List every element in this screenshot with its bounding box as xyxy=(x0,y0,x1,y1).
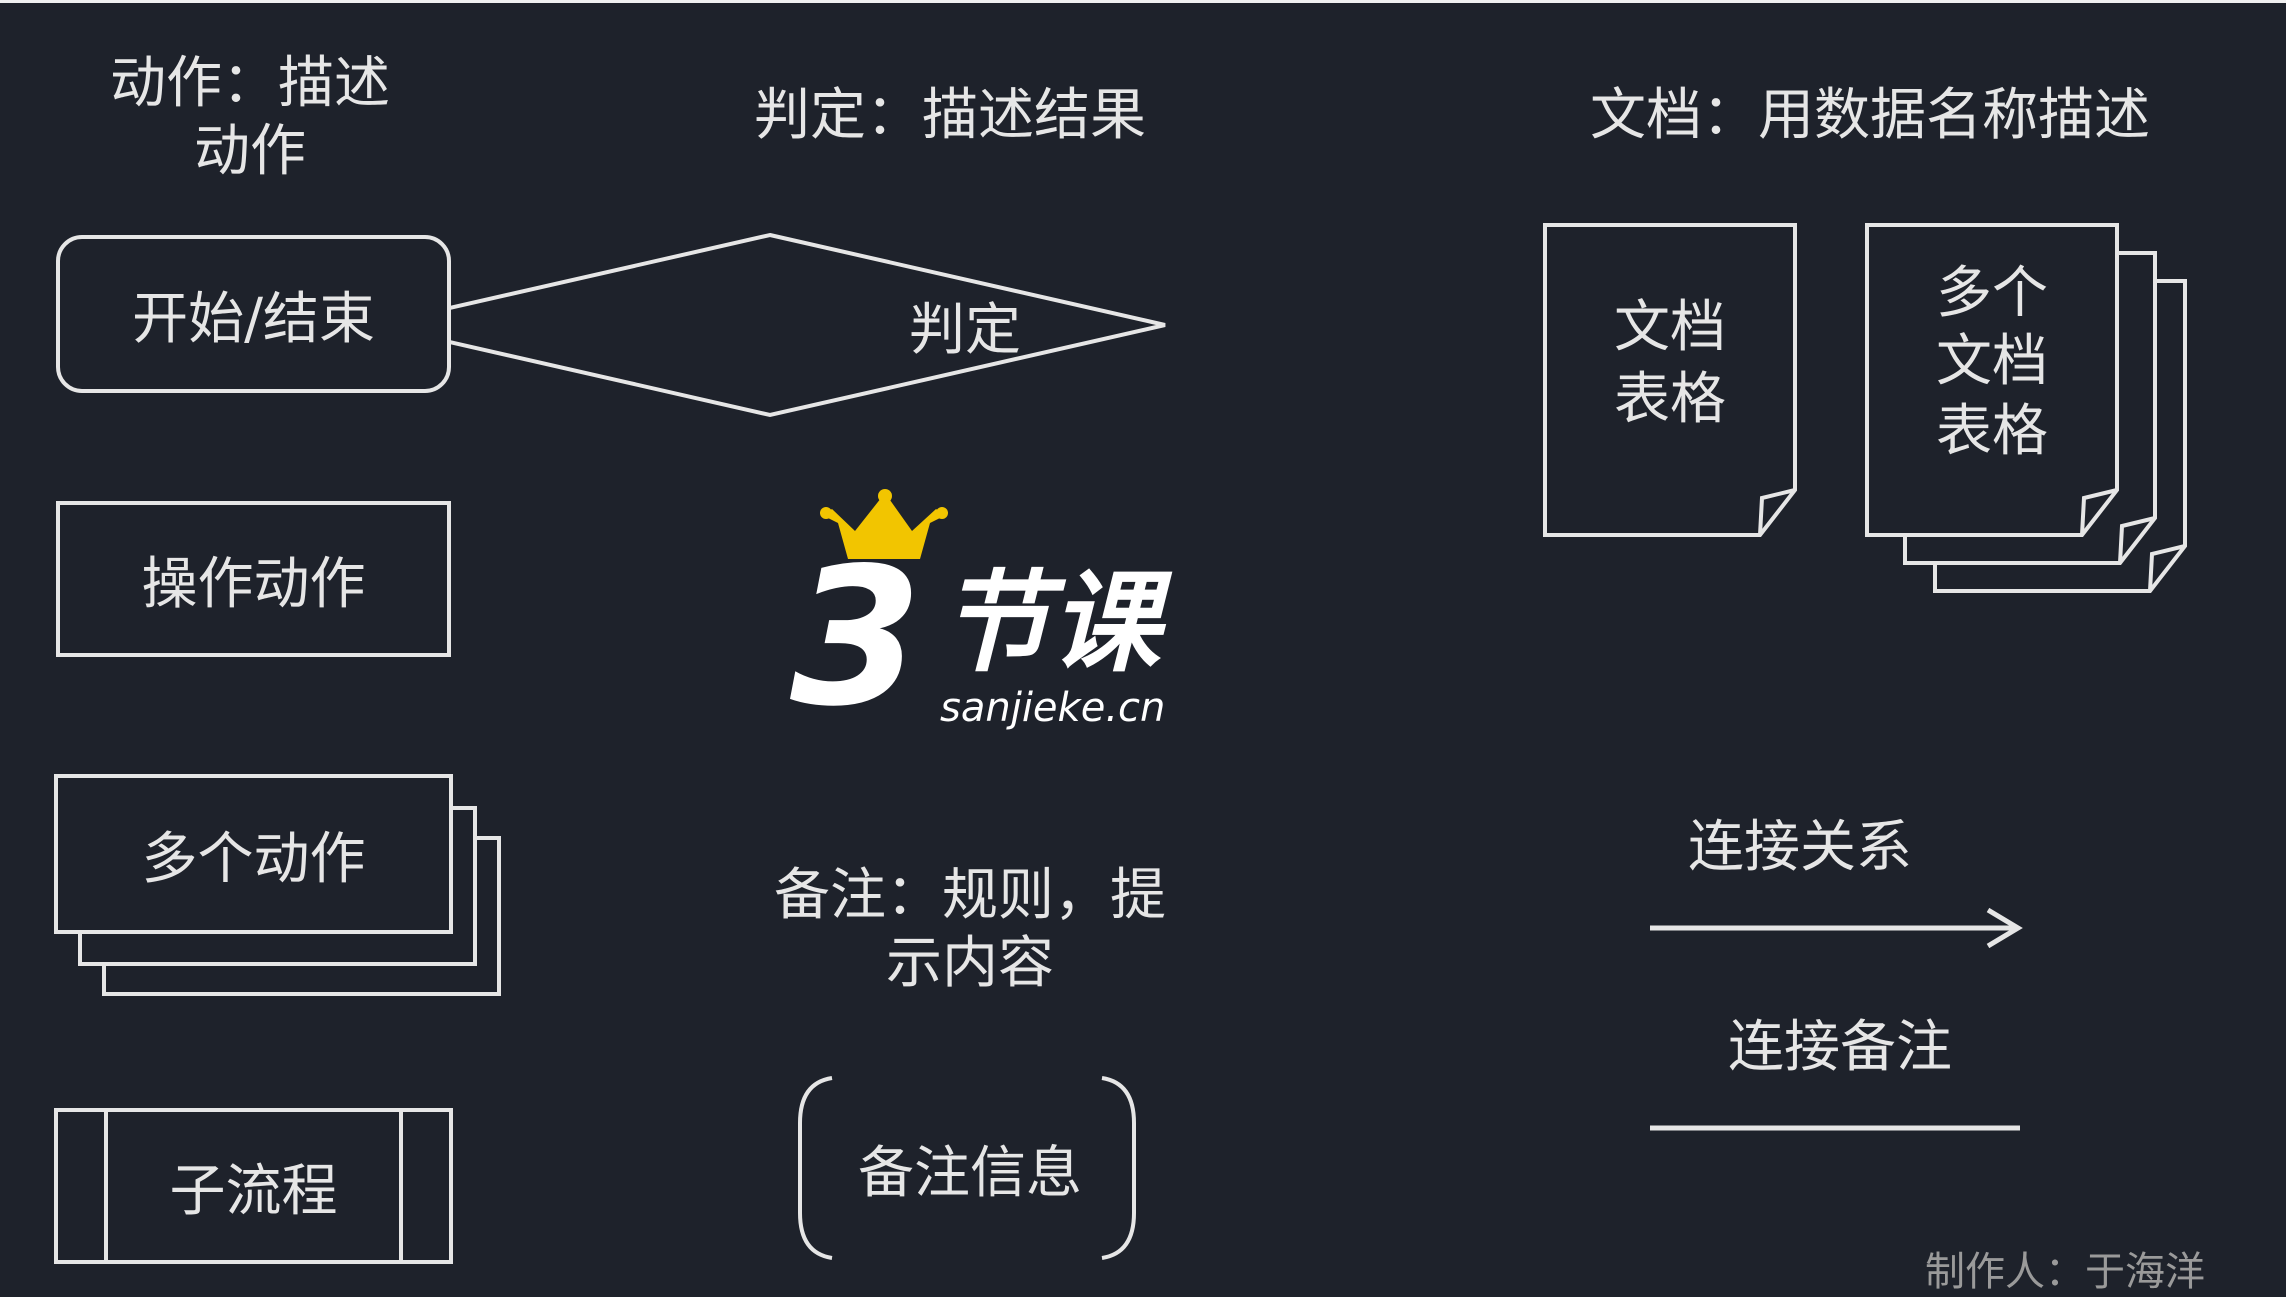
decision-title: 判定：描述结果 xyxy=(754,83,1146,148)
shape-layer xyxy=(54,223,2187,1264)
connector-arrow-head xyxy=(1986,907,2023,949)
multi-document-front-fold xyxy=(2080,488,2118,536)
start-end-shape: 开始/结束 xyxy=(56,235,451,393)
note-info-label: 备注信息 xyxy=(858,1140,1082,1206)
decision-label: 判定 xyxy=(909,297,1021,363)
link-note-label: 连接备注 xyxy=(1728,1015,1952,1080)
multi-action-front-rect xyxy=(54,774,453,934)
author-credit: 制作人：于海洋 xyxy=(1925,1249,2205,1295)
note-title-line1: 备注：规则，提 xyxy=(774,863,1166,928)
note-title-line2: 示内容 xyxy=(886,931,1054,996)
multi-document-label-line1: 多个 xyxy=(1936,260,2048,326)
multi-document-middle-fold xyxy=(2118,516,2156,564)
operation-shape: 操作动作 xyxy=(56,501,451,657)
document-label-line1: 文档 xyxy=(1614,294,1726,360)
note-left-bracket xyxy=(798,1076,833,1260)
operation-label: 操作动作 xyxy=(141,551,366,617)
logo-number: 3 xyxy=(790,527,923,748)
multi-document-front xyxy=(1865,223,2119,537)
start-end-label: 开始/结束 xyxy=(132,286,375,352)
logo-url: sanjieke.cn xyxy=(940,685,1166,731)
decision-shape: 判定 xyxy=(770,285,1160,365)
document-title: 文档：用数据名称描述 xyxy=(1590,83,2150,148)
crown-icon xyxy=(820,489,948,559)
multi-action-shape: 多个动作 xyxy=(56,776,451,932)
document-shape xyxy=(1543,223,1797,537)
multi-action-label: 多个动作 xyxy=(141,826,366,892)
sanjieke-logo: 3 节课 sanjieke.cn xyxy=(790,543,1230,743)
note-right-bracket xyxy=(1101,1076,1136,1260)
logo-text: 节课 xyxy=(940,559,1160,687)
action-title-line2: 动作 xyxy=(194,119,306,184)
link-relation-label: 连接关系 xyxy=(1688,815,1912,880)
subprocess-rect xyxy=(54,1108,453,1264)
multi-document-label-line3: 表格 xyxy=(1936,398,2048,464)
document-label-line2: 表格 xyxy=(1614,366,1726,432)
action-title-line1: 动作：描述 xyxy=(110,51,390,116)
multi-document-label-line2: 文档 xyxy=(1936,328,2048,394)
document-fold xyxy=(1758,488,1796,536)
multi-document-back-fold xyxy=(2148,544,2186,592)
note-shape: 备注信息 xyxy=(820,1093,1120,1243)
decision-diamond xyxy=(374,232,1166,418)
subprocess-shape: 子流程 xyxy=(106,1110,401,1262)
subprocess-label: 子流程 xyxy=(169,1158,338,1224)
